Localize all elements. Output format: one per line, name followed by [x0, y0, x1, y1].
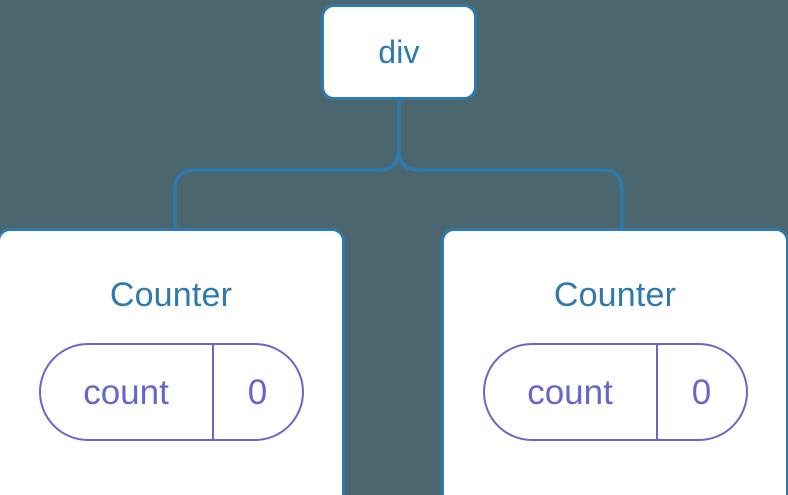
node-counter-2-label: Counter — [553, 276, 677, 314]
connector-left-branch — [173, 148, 401, 233]
state-pill-counter-2: count 0 — [482, 343, 748, 441]
node-counter-1[interactable]: Counter count 0 — [0, 228, 345, 495]
node-div-label: div — [378, 34, 420, 70]
node-div[interactable]: div — [321, 4, 477, 100]
state-key-label: count — [527, 372, 613, 412]
state-pill-counter-1: count 0 — [38, 343, 304, 441]
state-value-label: 0 — [211, 345, 302, 439]
state-value-label: 0 — [655, 345, 746, 439]
node-counter-2[interactable]: Counter count 0 — [441, 228, 788, 495]
connector-right-branch — [397, 98, 624, 233]
node-counter-1-label: Counter — [109, 276, 233, 314]
state-key-label: count — [83, 372, 169, 412]
